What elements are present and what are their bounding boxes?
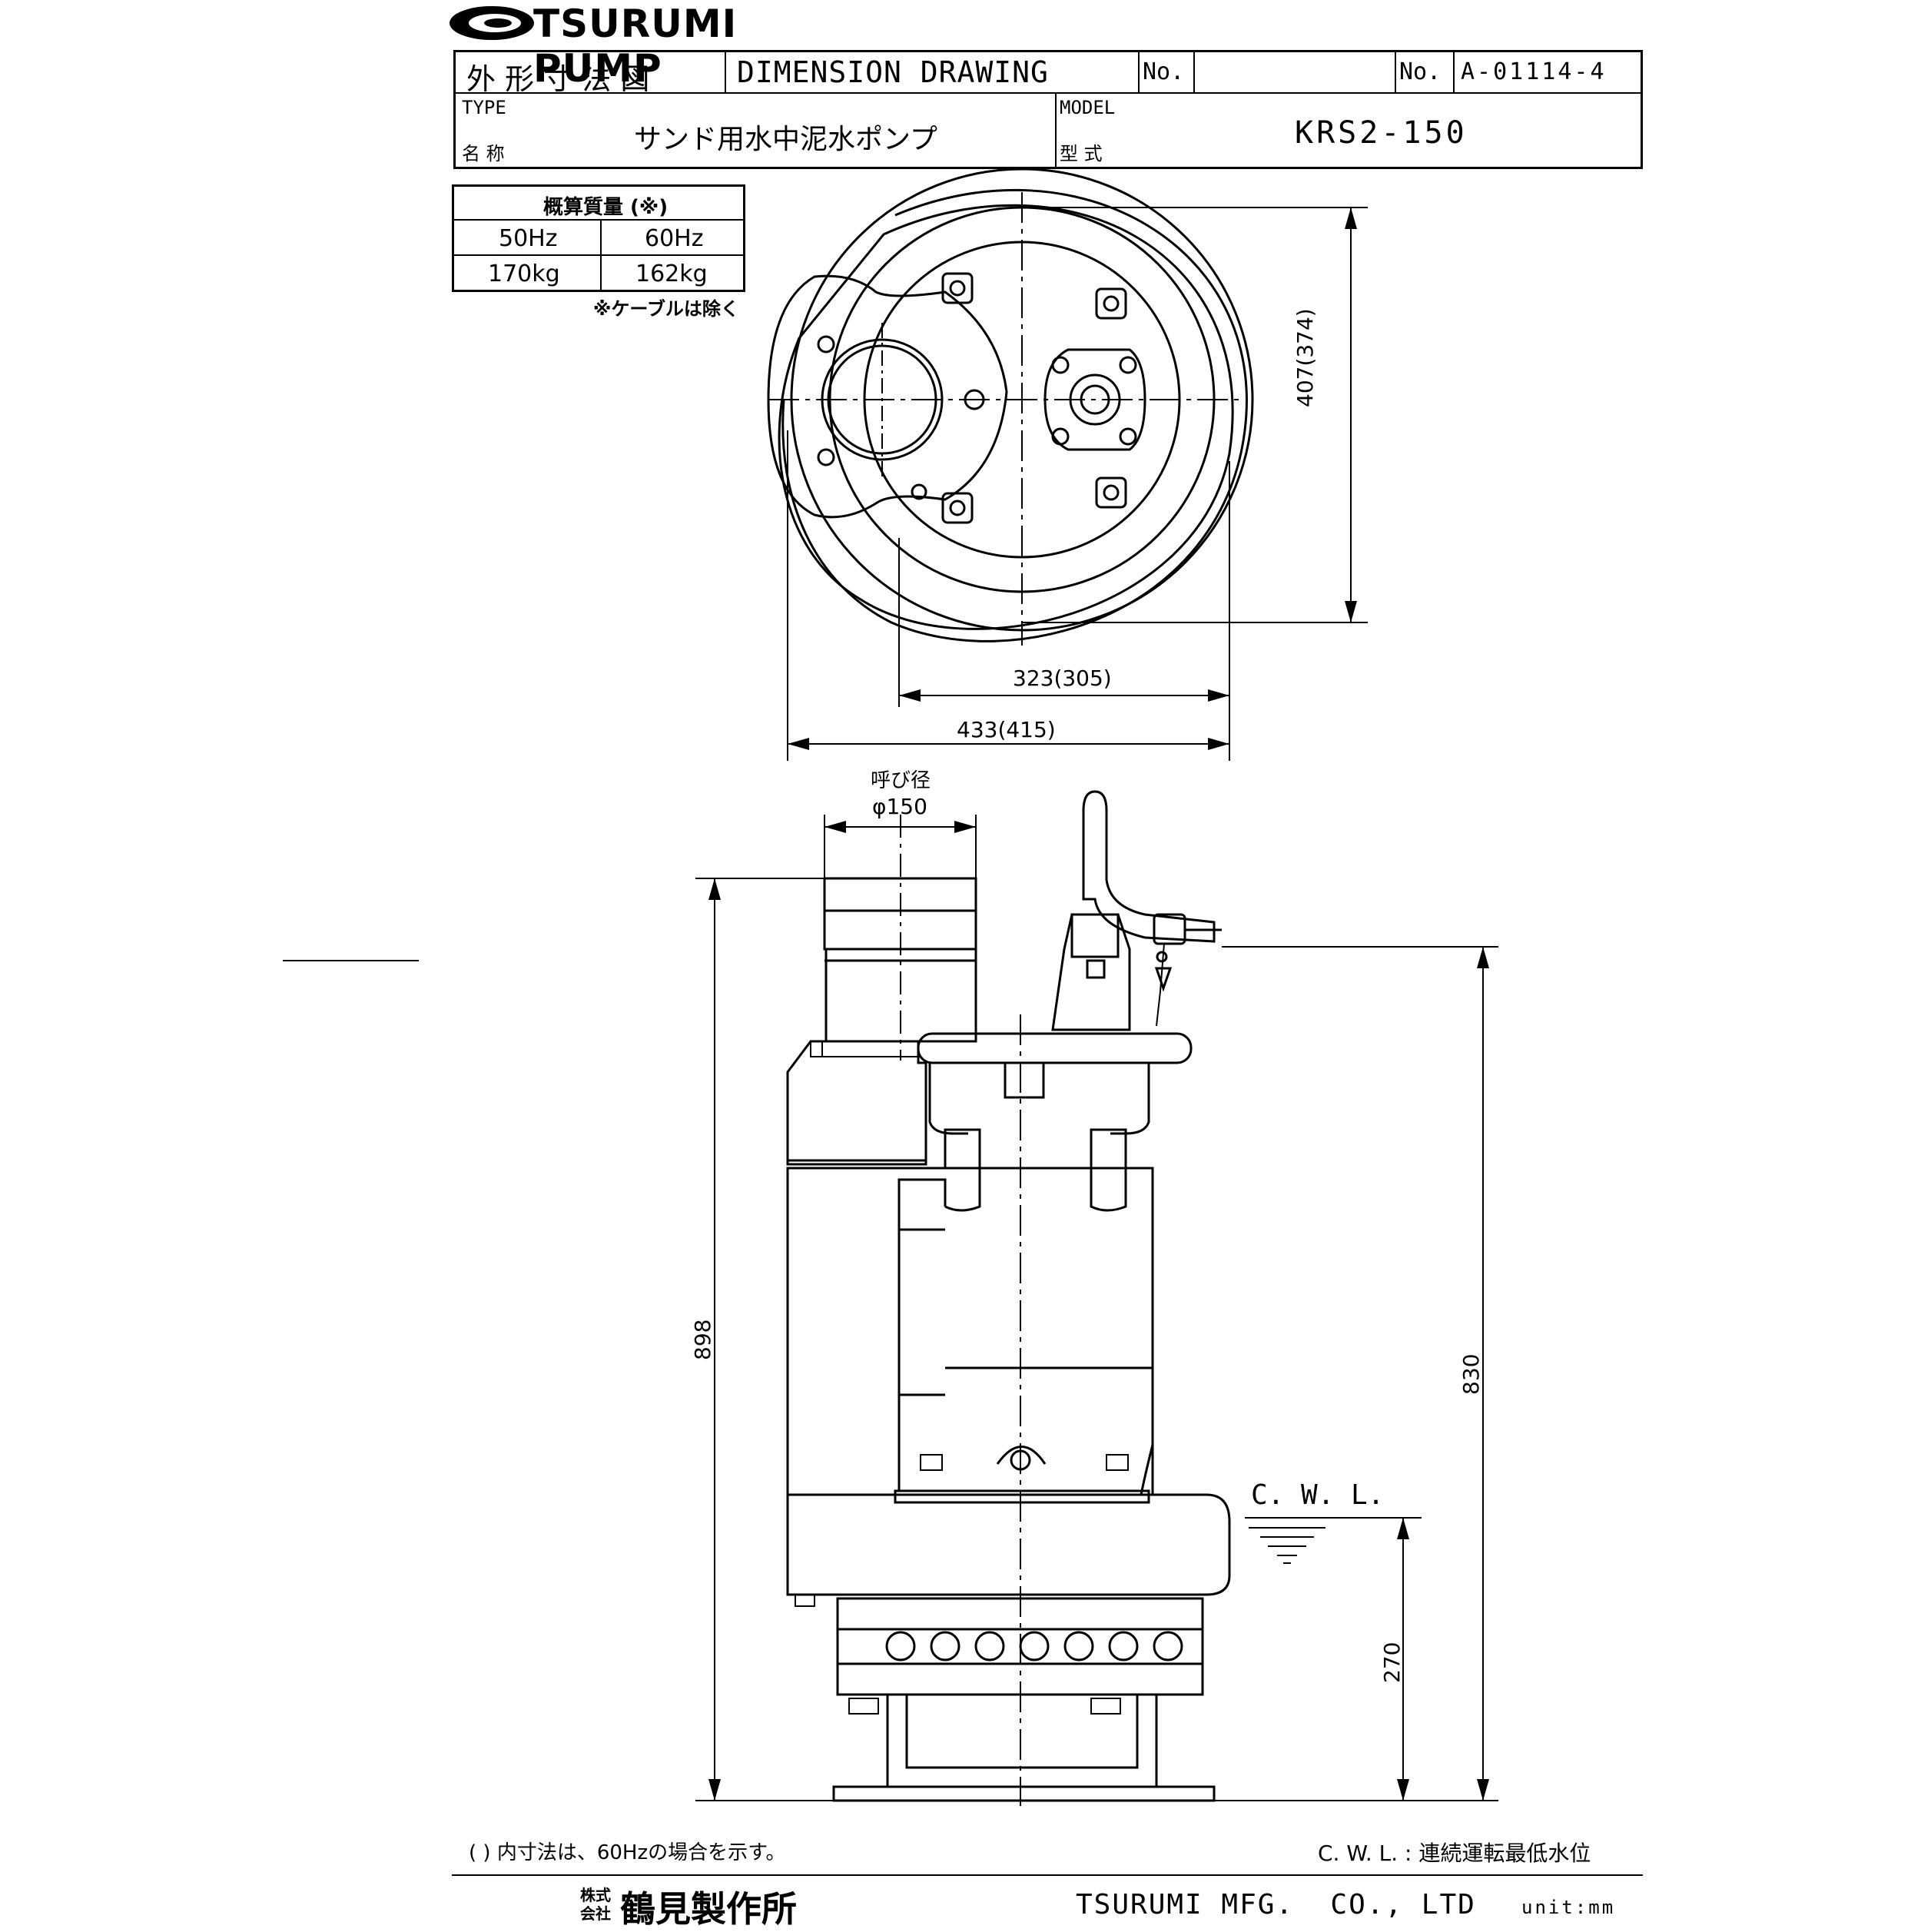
footer-note-left: ( ) 内寸法は、60Hzの場合を示す。 [469, 1841, 786, 1864]
dim-total-height: 898 [690, 1319, 715, 1360]
weight-60hz: 162kg [635, 261, 708, 287]
no-label-1: No. [1143, 58, 1185, 85]
company-prefix-2: 会社 [580, 1904, 611, 1923]
company-en: TSURUMI MFG. CO., LTD [1076, 1889, 1476, 1920]
model-label-jp: 型 式 [1060, 143, 1103, 164]
weight-table: 概算質量 (※) 50Hz 60Hz 170kg 162kg [452, 184, 745, 292]
footer-note-right: C. W. L. : 連続運転最低水位 [1318, 1841, 1591, 1866]
brand-logo: TSURUMI PUMP [447, 0, 801, 91]
model-value: KRS2-150 [1295, 115, 1468, 151]
dim-width-outer: 433(415) [957, 717, 1056, 742]
title-en: DIMENSION DRAWING [737, 55, 1049, 89]
model-label: MODEL [1060, 97, 1116, 118]
weight-col-60hz: 60Hz [645, 225, 704, 252]
unit-label: unit:mm [1521, 1897, 1616, 1918]
no-label-2: No. [1399, 58, 1442, 85]
weight-50hz: 170kg [488, 261, 560, 287]
company-jp: 鶴見製作所 [620, 1888, 797, 1930]
weight-note: ※ケーブルは除く [593, 298, 739, 320]
company-prefix-1: 株式 [580, 1886, 611, 1904]
side-view [695, 790, 1498, 1806]
name-label: 名 称 [462, 143, 505, 164]
weight-title: 概算質量 (※) [543, 196, 669, 219]
brand-name: TSURUMI PUMP [533, 2, 738, 91]
dim-bore-label: 呼び径 [871, 769, 931, 792]
title-block: 外 形 寸 法 図 DIMENSION DRAWING No. No. A-01… [453, 50, 1643, 169]
dim-cable-height: 830 [1458, 1353, 1484, 1395]
dim-height-top: 407(374) [1292, 308, 1318, 407]
dim-bore-value: φ150 [872, 794, 927, 819]
dim-cwl-height: 270 [1379, 1642, 1405, 1683]
drawing-number: A-01114-4 [1461, 58, 1607, 85]
type-label: TYPE [462, 97, 506, 118]
weight-col-50hz: 50Hz [499, 225, 558, 252]
tsurumi-logo-icon [450, 6, 534, 40]
product-name: サンド用水中泥水ポンプ [634, 124, 937, 155]
dim-width-inner: 323(305) [1013, 666, 1112, 691]
title-jp: 外 形 寸 法 図 [466, 62, 650, 96]
company-jp-block: 株式 会社 鶴見製作所 [580, 1883, 872, 1930]
top-view [767, 168, 1368, 761]
dim-cwl-label: C. W. L. [1251, 1479, 1385, 1511]
